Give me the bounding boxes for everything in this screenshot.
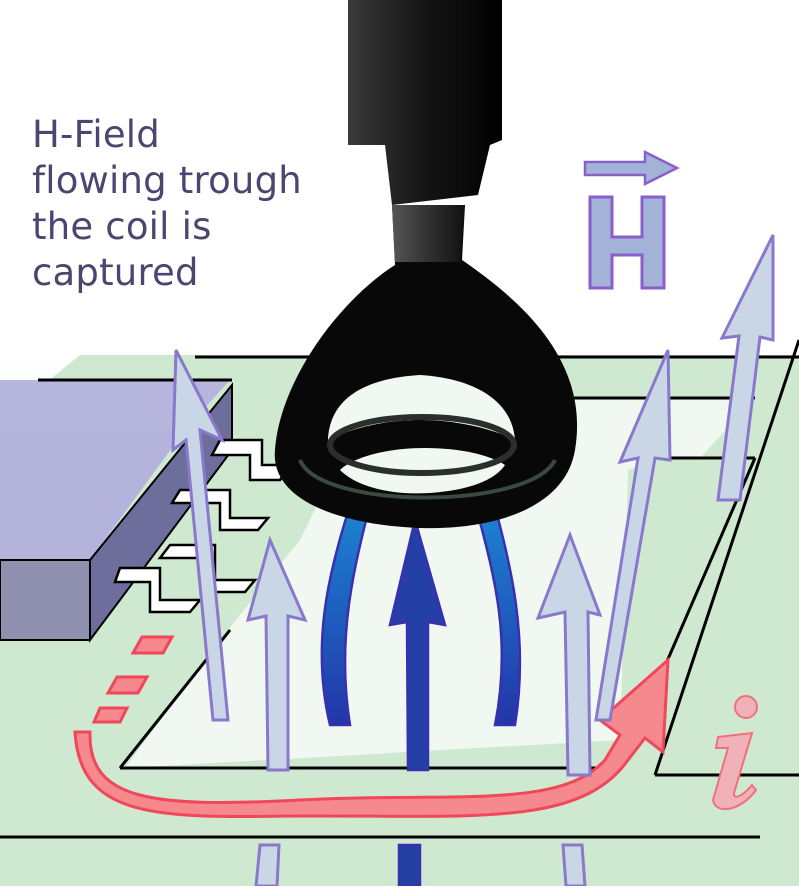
field-vector-label xyxy=(583,149,680,290)
current-path-arrow xyxy=(73,635,670,819)
caption-line-3: the coil is xyxy=(32,205,212,248)
caption-line-2: flowing trough xyxy=(32,159,302,202)
field-lines xyxy=(171,234,775,888)
near-field-probe xyxy=(274,0,578,529)
current-label xyxy=(711,695,758,810)
caption-line-4: captured xyxy=(32,251,199,294)
caption-text: H-Field flowing trough the coil is captu… xyxy=(32,112,372,296)
caption-line-1: H-Field xyxy=(32,113,160,156)
